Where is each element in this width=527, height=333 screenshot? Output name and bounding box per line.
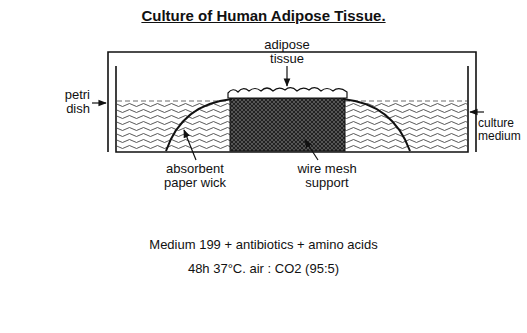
paper-wick-left	[166, 99, 232, 151]
dish-base	[116, 66, 468, 152]
part-label: culture medium	[478, 117, 525, 143]
paper-wick-right	[343, 99, 410, 151]
leader-line	[470, 111, 484, 112]
part-label: petri dish	[44, 88, 90, 117]
leader-line	[92, 102, 106, 103]
culture-medium-left	[117, 101, 230, 151]
diagram-title: Culture of Human Adipose Tissue.	[0, 8, 527, 25]
culture-conditions: Medium 199 + antibiotics + amino acids	[0, 238, 527, 252]
leader-line	[184, 130, 196, 160]
part-label: wire mesh support	[282, 162, 372, 191]
leader-line	[305, 140, 318, 160]
dish-lid	[108, 52, 476, 152]
wire-mesh-support	[230, 98, 345, 151]
adipose-tissue	[228, 88, 347, 98]
leader-line	[286, 66, 287, 86]
culture-conditions: 48h 37°C. air : CO2 (95:5)	[0, 262, 527, 276]
part-label: absorbent paper wick	[150, 162, 240, 191]
part-label: adipose tissue	[252, 38, 322, 67]
